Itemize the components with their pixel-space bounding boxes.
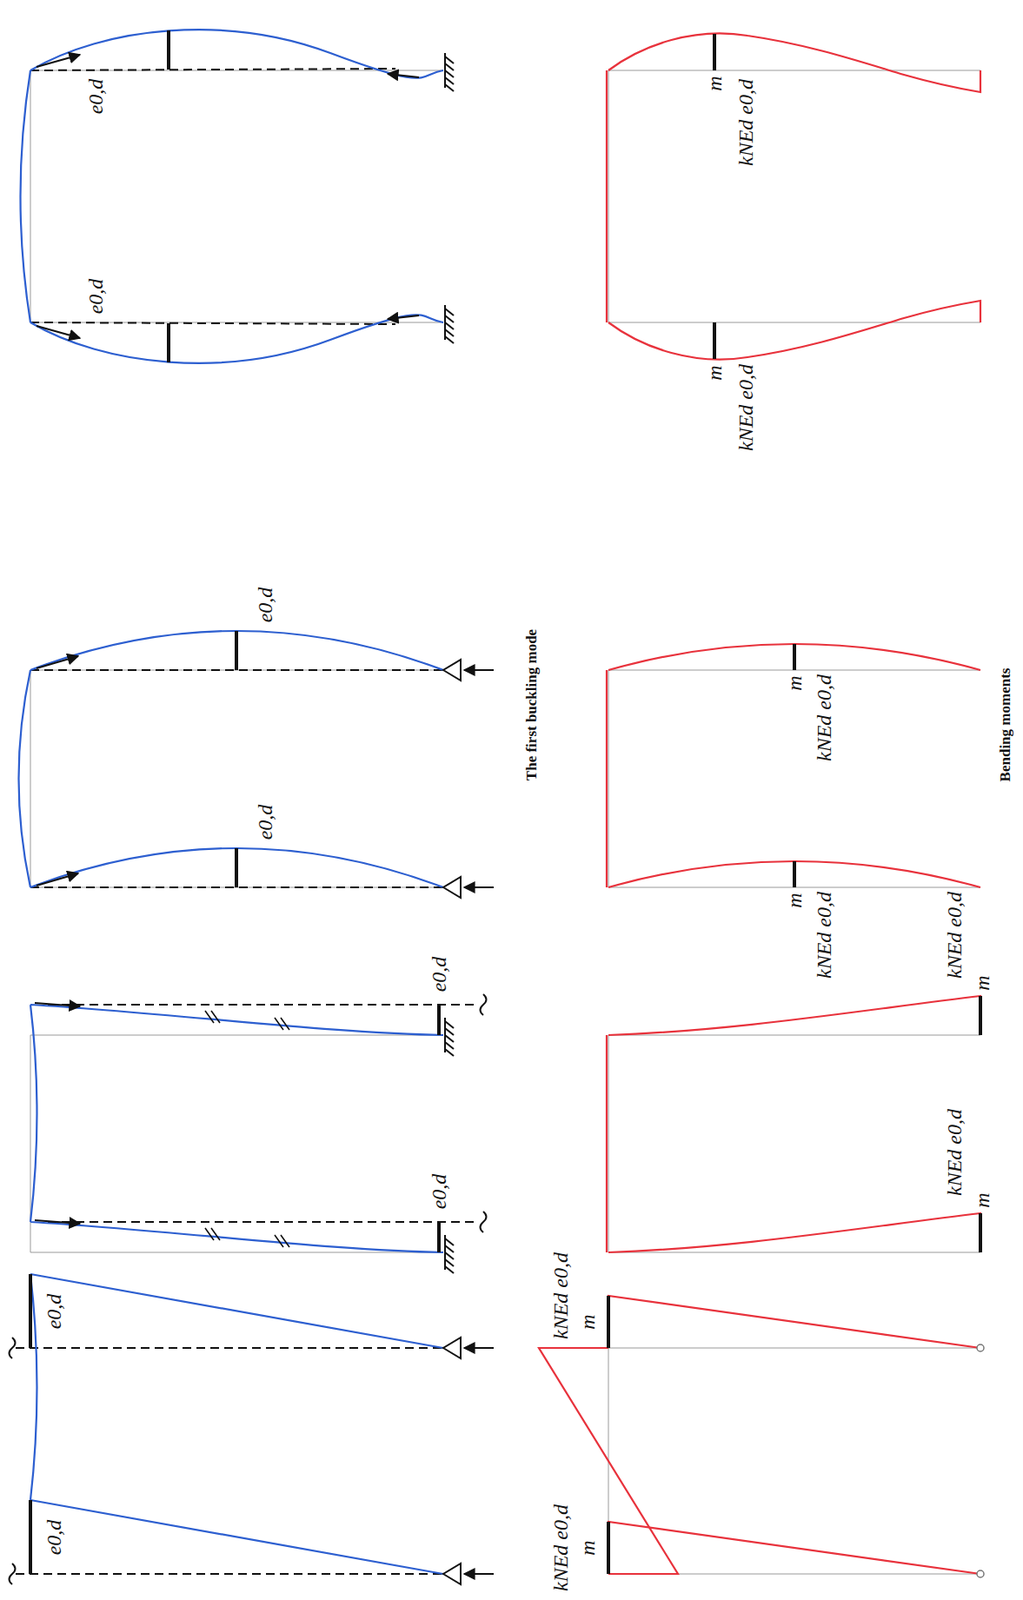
moment-diagram [538,33,981,1575]
reference-line [15,1348,444,1575]
moment-marker [608,33,981,1575]
reference-line [47,1004,477,1223]
pinned-support [443,876,461,898]
imperfection-label: e0,d [84,79,107,115]
force-arrow [36,656,79,669]
dimension-bar [30,30,439,1575]
force-arrow [34,1003,80,1007]
buckling-shape [19,631,445,888]
force-arrow [36,54,80,67]
force-arrow [34,1220,80,1224]
force-arrow [464,1573,494,1575]
undeformed-frame [608,1348,981,1575]
force-arrow [34,54,494,1575]
imperfection-label: e0,d [427,1174,451,1210]
tick-mark [205,1010,290,1030]
moment-symbol: m [783,892,806,908]
hinge-symbol [976,1344,984,1578]
buckling-shape [30,1274,444,1575]
moment-label: kNEd e0,d [734,79,758,167]
moment-symbol: m [970,975,994,990]
imperfection-label: e0,d [42,1520,66,1556]
moment-diagram [606,996,981,1253]
break-mark [9,1337,16,1585]
moment-marker [606,1295,611,1575]
reference-line [15,68,477,1575]
row-caption: Bending moments [997,668,1015,783]
pinned-support [443,1563,461,1585]
moment-symbol: m [576,1540,599,1555]
moment-symbol: m [783,675,806,691]
tick-mark [205,1010,290,1248]
moment-label: kNEd e0,d [549,1504,572,1592]
moment-diagram [608,1295,981,1575]
imperfection-label: e0,d [42,1294,66,1330]
pinned-support [443,1337,461,1359]
moment-marker [978,996,983,1253]
imperfection-label: e0,d [253,587,277,624]
moment-diagram [606,33,981,323]
fixed-support [445,1017,454,1057]
buckling-shape [19,29,445,1575]
force-arrow [464,886,494,889]
moment-symbol: m [576,1314,599,1329]
hinge-symbol [976,1570,984,1578]
moment-symbol: m [703,75,726,91]
imperfection-label: e0,d [427,956,451,993]
moment-diagram [606,644,981,888]
moment-label: kNEd e0,d [812,674,836,762]
moment-label: kNEd e0,d [812,891,836,979]
tick-mark [205,1228,290,1248]
force-arrow [387,315,419,319]
break-mark [9,994,487,1585]
dimension-bar [166,30,171,363]
hinge-symbol [976,1344,984,1352]
break-mark [480,994,487,1233]
moment-label: kNEd e0,d [549,1252,572,1340]
moment-label: kNEd e0,d [943,1109,966,1196]
moment-label: kNEd e0,d [734,364,758,452]
moment-diagram [608,300,981,360]
buckling-shape [30,1004,444,1253]
moment-symbol: m [703,365,726,380]
force-arrow [36,325,80,339]
moment-label: kNEd e0,d [943,891,966,979]
pinned-support [443,659,461,1585]
pinned-support [443,659,461,681]
reference-line [30,68,396,325]
imperfection-label: e0,d [84,279,107,315]
undeformed-frame [30,70,444,323]
dimension-bar [437,1004,441,1253]
fixed-support [445,305,454,344]
force-arrow [387,73,419,78]
moment-symbol: m [970,1192,994,1208]
fixed-support [445,53,454,92]
undeformed-frame [30,1035,444,1253]
fixed-support [445,53,454,1274]
buckling-shape [20,29,445,364]
row-caption: The first buckling mode [524,629,541,781]
force-arrow [464,1347,494,1349]
imperfection-label: e0,d [253,804,277,841]
dimension-bar [28,1274,33,1575]
dimension-bar [234,631,239,888]
force-arrow [464,669,494,671]
undeformed-frame [608,70,981,323]
undeformed-frame [608,670,981,888]
force-arrow [36,873,79,886]
fixed-support [445,1235,454,1274]
